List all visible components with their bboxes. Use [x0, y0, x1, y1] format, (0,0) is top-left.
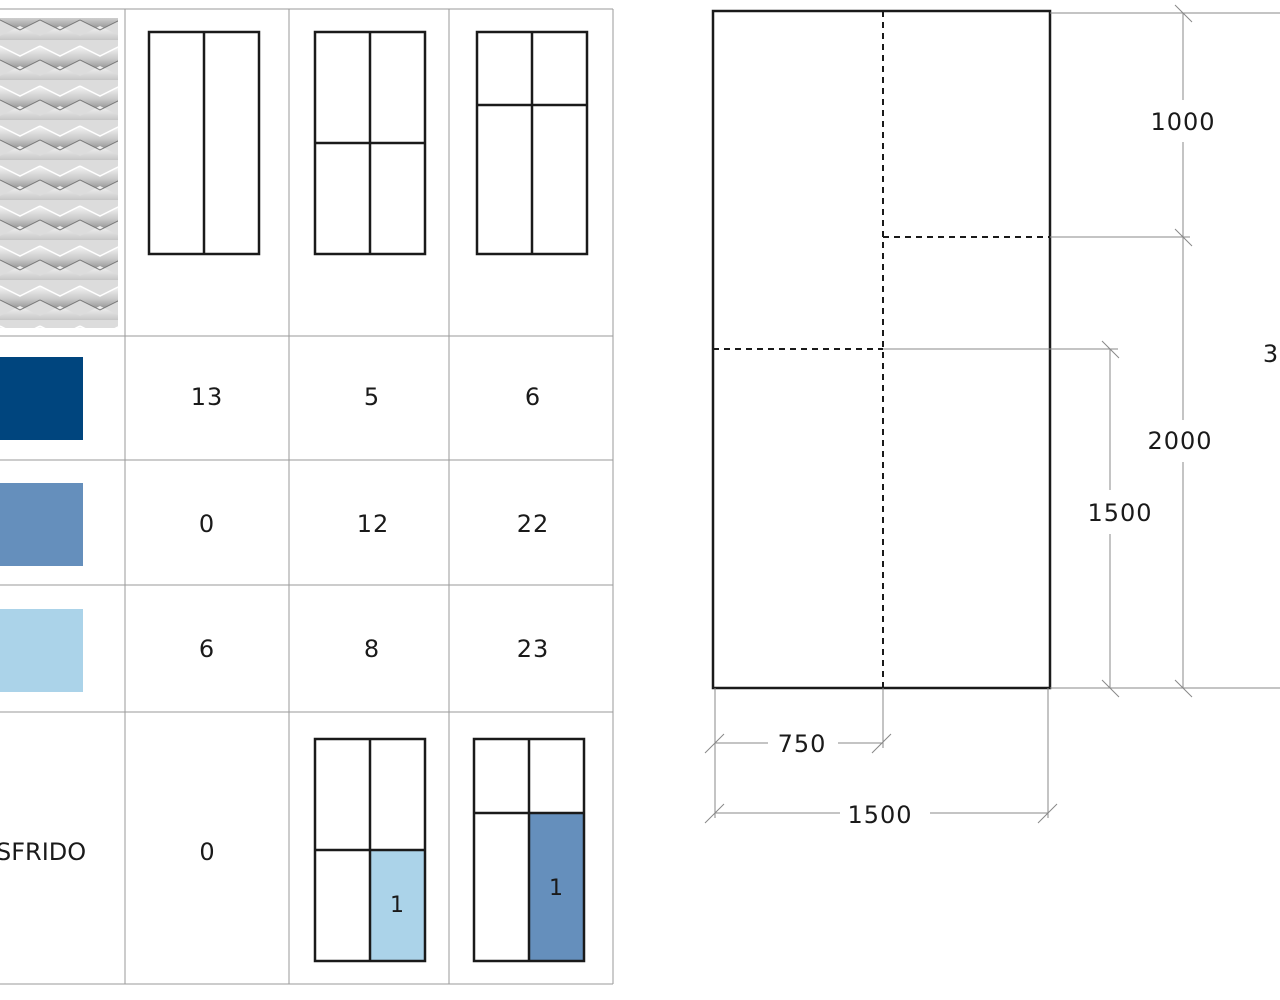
table-grid	[0, 8, 614, 985]
layout-icon-grid-top	[475, 30, 589, 256]
cut-lines	[713, 11, 1050, 688]
color-swatch-dark-blue	[0, 357, 83, 440]
dimension-lines	[704, 4, 1280, 824]
waste-count-c1: 0	[199, 838, 214, 866]
count-r1-c1: 13	[191, 383, 224, 411]
waste-layout-icon-grid-mid: 1	[313, 737, 427, 963]
count-r3-c1: 6	[199, 635, 215, 663]
color-swatch-light-blue	[0, 609, 83, 692]
waste-piece-label-c2: 1	[390, 893, 404, 918]
dim-1000-label: 1000	[1150, 108, 1215, 136]
waste-piece-mid-blue	[529, 813, 584, 961]
layout-icon-two-strips	[147, 30, 261, 256]
count-r2-c2: 12	[357, 510, 390, 538]
waste-piece-label-c3: 1	[549, 876, 563, 901]
dim-1500-horizontal-label: 1500	[847, 801, 912, 829]
count-r1-c3: 6	[525, 383, 541, 411]
dim-750-label: 750	[778, 730, 827, 758]
count-r3-c3: 23	[517, 635, 550, 663]
layout-icon-grid-mid	[313, 30, 427, 256]
metal-mesh-sample-image	[0, 18, 118, 328]
count-r3-c2: 8	[364, 635, 380, 663]
count-r2-c1: 0	[199, 510, 215, 538]
dim-1500-vertical-label: 1500	[1087, 499, 1152, 527]
dim-total-label: 3	[1263, 340, 1279, 368]
waste-piece-light-blue	[370, 850, 425, 961]
waste-layout-icon-grid-top: 1	[472, 737, 586, 963]
dim-2000-label: 2000	[1147, 427, 1212, 455]
count-r1-c2: 5	[364, 383, 380, 411]
count-r2-c3: 22	[517, 510, 550, 538]
color-swatch-mid-blue	[0, 483, 83, 566]
waste-label: SFRIDO	[0, 838, 86, 866]
